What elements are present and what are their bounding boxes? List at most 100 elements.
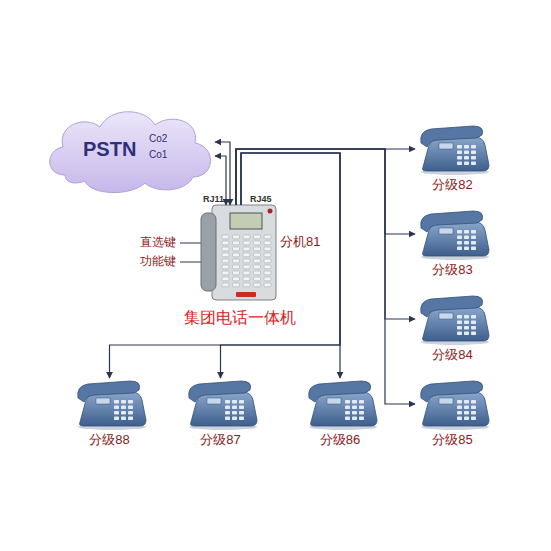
node-sublabel: 集团电话一体机 (155, 309, 325, 327)
phone-key (225, 417, 230, 421)
pbx-button (264, 235, 271, 239)
phone-key (128, 406, 133, 410)
pbx-button (254, 283, 261, 287)
phone-key (464, 230, 469, 234)
pbx-button (222, 283, 229, 287)
phone-key (359, 411, 364, 415)
phone-body (423, 307, 490, 341)
pbx-button (254, 241, 261, 245)
pbx-button (222, 241, 229, 245)
phone-key (232, 411, 237, 415)
node-label: 分级82 (405, 178, 500, 192)
phone-key (464, 400, 469, 404)
pbx-button (222, 253, 229, 257)
pbx-button (233, 271, 240, 275)
phone-key (457, 236, 462, 240)
phone-key (352, 411, 357, 415)
phone-screen (439, 228, 453, 234)
phone-key (471, 417, 476, 421)
pbx-button (222, 265, 229, 269)
phone-key (121, 417, 126, 421)
pbx-button (264, 277, 271, 281)
pbx-button (264, 283, 271, 287)
pbx-button (254, 235, 261, 239)
phone-key (471, 230, 476, 234)
phone-key (464, 247, 469, 251)
phone-key (352, 406, 357, 410)
pstn-cloud: PSTNCo2Co1 (45, 105, 215, 195)
pbx-button (243, 235, 250, 239)
key-label: 功能键 (140, 255, 176, 268)
phone-key (457, 321, 462, 325)
phone-key (471, 151, 476, 155)
wire-connector (110, 153, 341, 378)
phone-key (345, 411, 350, 415)
phone-key (359, 400, 364, 404)
phone-key (457, 315, 462, 319)
phone-screen (207, 398, 221, 404)
pbx-button (233, 247, 240, 251)
pbx-button (264, 247, 271, 251)
key-label: 直选键 (140, 236, 176, 249)
node-label: 分级88 (62, 433, 157, 447)
phone-key (464, 151, 469, 155)
pbx-button (243, 247, 250, 251)
phone-key (471, 162, 476, 166)
phone-key (471, 247, 476, 251)
pbx-button (243, 271, 250, 275)
pbx-button (264, 259, 271, 263)
pbx-button (243, 265, 250, 269)
node-sublabel: Co2 (149, 133, 167, 144)
phone-key (128, 400, 133, 404)
pbx-button (254, 277, 261, 281)
phone-key (457, 241, 462, 245)
phone-key (464, 236, 469, 240)
cloud-outline (50, 112, 211, 193)
phone-body (310, 392, 377, 426)
phone-key (225, 406, 230, 410)
pbx-button (222, 259, 229, 263)
phone-key (457, 247, 462, 251)
wire-connector (221, 153, 341, 378)
pbx-button (243, 283, 250, 287)
phone-key (457, 156, 462, 160)
pbx-button (222, 235, 229, 239)
wire-connector (236, 149, 415, 319)
extension-phone: 分级85 (415, 378, 490, 448)
phone-key (239, 406, 244, 410)
phone-key (232, 417, 237, 421)
phone-key (114, 406, 119, 410)
phone-key (457, 230, 462, 234)
phone-illustration (303, 378, 378, 430)
phone-key (457, 151, 462, 155)
phone-key (471, 145, 476, 149)
pbx-button (233, 241, 240, 245)
phone-key (457, 145, 462, 149)
pbx-button (254, 259, 261, 263)
phone-key (121, 411, 126, 415)
phone-key (225, 400, 230, 404)
node-label: PSTN (83, 138, 136, 160)
phone-illustration (183, 378, 258, 430)
phone-key (121, 400, 126, 404)
phone-key (128, 417, 133, 421)
pbx-button (233, 259, 240, 263)
phone-key (225, 411, 230, 415)
phone-key (471, 411, 476, 415)
pbx-button (264, 265, 271, 269)
pbx-button (243, 259, 250, 263)
pbx-button (233, 283, 240, 287)
phone-key (352, 417, 357, 421)
phone-key (464, 411, 469, 415)
pbx-button (254, 265, 261, 269)
phone-key (471, 400, 476, 404)
extension-phone: 分级84 (415, 293, 490, 363)
phone-illustration (415, 123, 490, 175)
wire-connector (236, 149, 415, 404)
wire-connector (236, 149, 415, 205)
pbx-button (243, 277, 250, 281)
phone-illustration (72, 378, 147, 430)
phone-key (471, 406, 476, 410)
pbx-button (243, 253, 250, 257)
pbx-body (212, 205, 276, 300)
